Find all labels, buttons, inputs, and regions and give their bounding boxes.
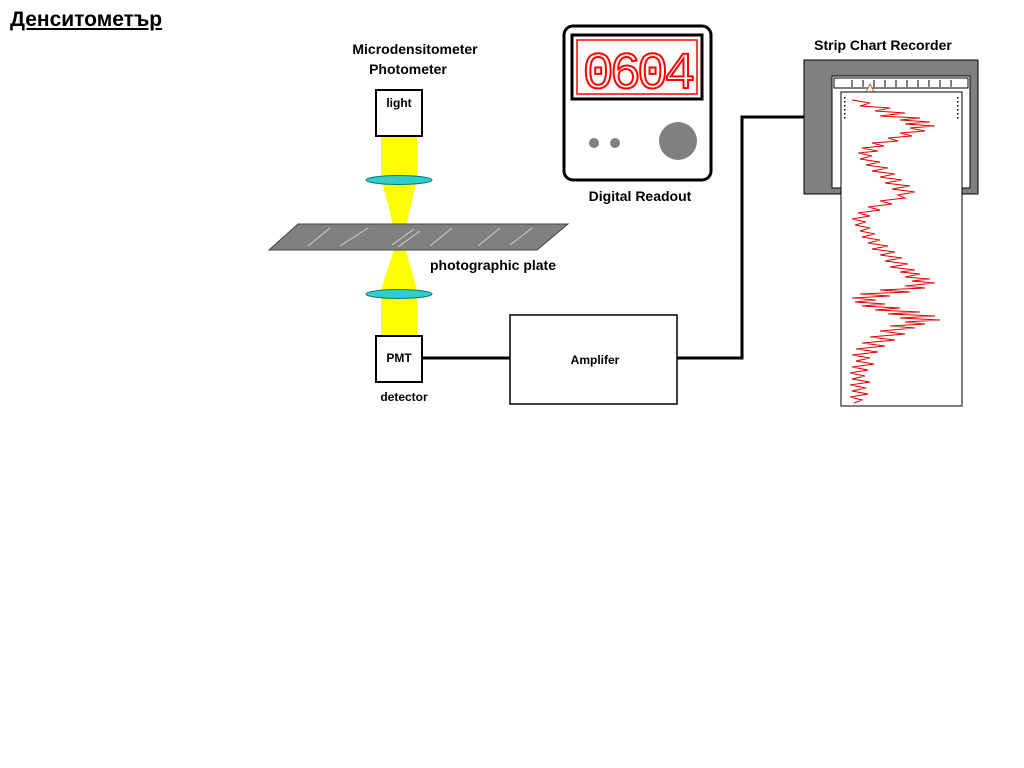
detector-label: detector	[380, 390, 428, 404]
readout-knob	[659, 122, 697, 160]
plate-streaks	[307, 227, 533, 248]
light-box-label: light	[386, 96, 411, 110]
readout-display-frame	[576, 39, 698, 95]
readout-display	[570, 33, 704, 101]
lower-light-beam	[381, 240, 417, 336]
strip-chart-trace	[849, 99, 941, 404]
strip-chart-paper	[840, 91, 963, 407]
light-box	[375, 89, 423, 137]
pmt-box-label: PMT	[386, 351, 412, 365]
readout-value: 0604	[583, 45, 694, 104]
readout-button-right	[610, 138, 620, 148]
wire-amplifier-recorder	[677, 115, 804, 360]
recorder-label: Strip Chart Recorder	[814, 37, 952, 53]
lower-lens	[365, 289, 433, 299]
recorder-scale	[833, 77, 969, 89]
amplifier-box	[509, 314, 678, 405]
plate-label: photographic plate	[430, 257, 556, 273]
readout-label: Digital Readout	[589, 188, 692, 204]
pmt-box	[375, 335, 423, 383]
page-title: Денситометър	[10, 8, 163, 31]
photographic-plate	[267, 223, 570, 251]
photometer-label-line2: Photometer	[369, 61, 447, 77]
recorder-scale-ticks	[851, 80, 952, 87]
paper-sprocket-holes	[844, 97, 959, 119]
upper-lens	[365, 175, 433, 185]
readout-button-left	[589, 138, 599, 148]
photometer-label-line1: Microdensitometer	[352, 41, 478, 57]
amplifier-label: Amplifer	[571, 353, 620, 367]
upper-light-beam	[381, 135, 417, 240]
